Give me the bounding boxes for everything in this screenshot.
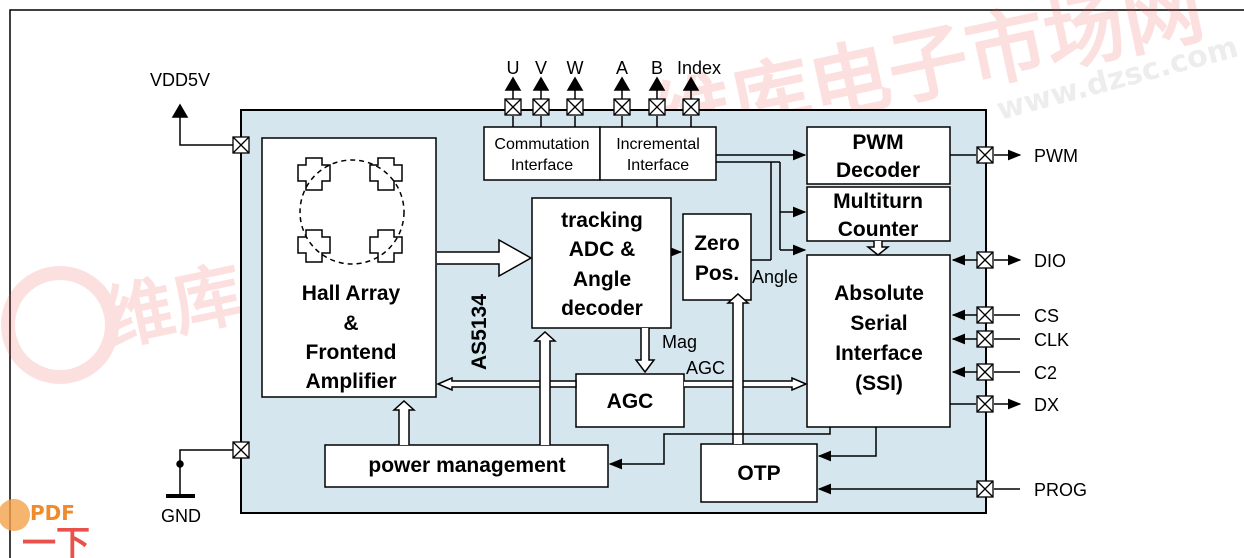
hall-label-1: Hall Array bbox=[302, 282, 401, 305]
connections bbox=[166, 76, 1022, 498]
agc-label: AGC bbox=[607, 390, 654, 413]
pin-b-label: B bbox=[651, 58, 663, 78]
pin-gnd-label: GND bbox=[161, 506, 201, 526]
zero-label-2: Pos. bbox=[695, 262, 739, 285]
ssi-label-4: (SSI) bbox=[855, 372, 903, 395]
commutation-label-1: Commutation bbox=[494, 136, 589, 153]
pin-a-label: A bbox=[616, 58, 628, 78]
mag-signal-label: Mag bbox=[662, 332, 697, 352]
pwm-label-1: PWM bbox=[852, 131, 903, 154]
ssi-block bbox=[806, 254, 951, 428]
adc-label-1: tracking bbox=[561, 209, 643, 232]
pin-v-label: V bbox=[535, 58, 547, 78]
pin-index-label: Index bbox=[677, 58, 721, 78]
ssi-label-1: Absolute bbox=[834, 282, 924, 305]
incremental-label-1: Incremental bbox=[616, 136, 700, 153]
commutation-block bbox=[483, 126, 601, 181]
multiturn-label-2: Counter bbox=[838, 218, 919, 241]
adc-label-2: ADC & bbox=[569, 238, 636, 261]
pin-pwm-label: PWM bbox=[1034, 146, 1078, 166]
incremental-block bbox=[599, 126, 717, 181]
agc-signal-label: AGC bbox=[686, 358, 725, 378]
pin-w-label: W bbox=[567, 58, 584, 78]
multiturn-block bbox=[806, 186, 951, 242]
zero-pos-block bbox=[682, 213, 752, 301]
angle-signal-label: Angle bbox=[752, 267, 798, 287]
pin-c2-label: C2 bbox=[1034, 363, 1057, 383]
pin-dio-label: DIO bbox=[1034, 251, 1066, 271]
adc-block bbox=[531, 197, 672, 329]
chip-label: AS5134 bbox=[468, 294, 491, 370]
svg-text:一下: 一下 bbox=[22, 524, 90, 558]
agc-block bbox=[575, 373, 685, 428]
ssi-label-3: Interface bbox=[835, 342, 923, 365]
hall-array-block bbox=[261, 137, 437, 398]
pin-prog-label: PROG bbox=[1034, 480, 1087, 500]
pwm-decoder-block bbox=[806, 126, 951, 185]
adc-label-3: Angle bbox=[573, 268, 631, 291]
hall-label-2: & bbox=[343, 312, 358, 335]
pin-dx-label: DX bbox=[1034, 395, 1059, 415]
pwm-label-2: Decoder bbox=[836, 159, 920, 182]
power-management-block bbox=[324, 444, 609, 488]
incremental-label-2: Interface bbox=[627, 157, 689, 174]
pin-vdd-label: VDD5V bbox=[150, 70, 210, 90]
pin-u-label: U bbox=[507, 58, 520, 78]
power-label: power management bbox=[368, 454, 565, 477]
zero-label-1: Zero bbox=[694, 232, 740, 255]
otp-label: OTP bbox=[737, 462, 780, 485]
hall-label-4: Amplifier bbox=[305, 370, 396, 393]
pin-pads bbox=[232, 98, 994, 498]
hall-sensor-icons bbox=[297, 157, 405, 265]
ssi-label-2: Serial bbox=[850, 312, 907, 335]
hall-label-3: Frontend bbox=[306, 341, 397, 364]
pdf-badge-text: PDF bbox=[30, 501, 75, 525]
multiturn-label-1: Multiturn bbox=[833, 190, 923, 213]
otp-block bbox=[700, 443, 818, 503]
pin-clk-label: CLK bbox=[1034, 330, 1069, 350]
commutation-label-2: Interface bbox=[511, 157, 573, 174]
pdf-badge-logo: PDF 一下 bbox=[0, 499, 90, 558]
adc-label-4: decoder bbox=[561, 297, 643, 320]
pin-cs-label: CS bbox=[1034, 306, 1059, 326]
page-frame bbox=[9, 9, 1244, 558]
